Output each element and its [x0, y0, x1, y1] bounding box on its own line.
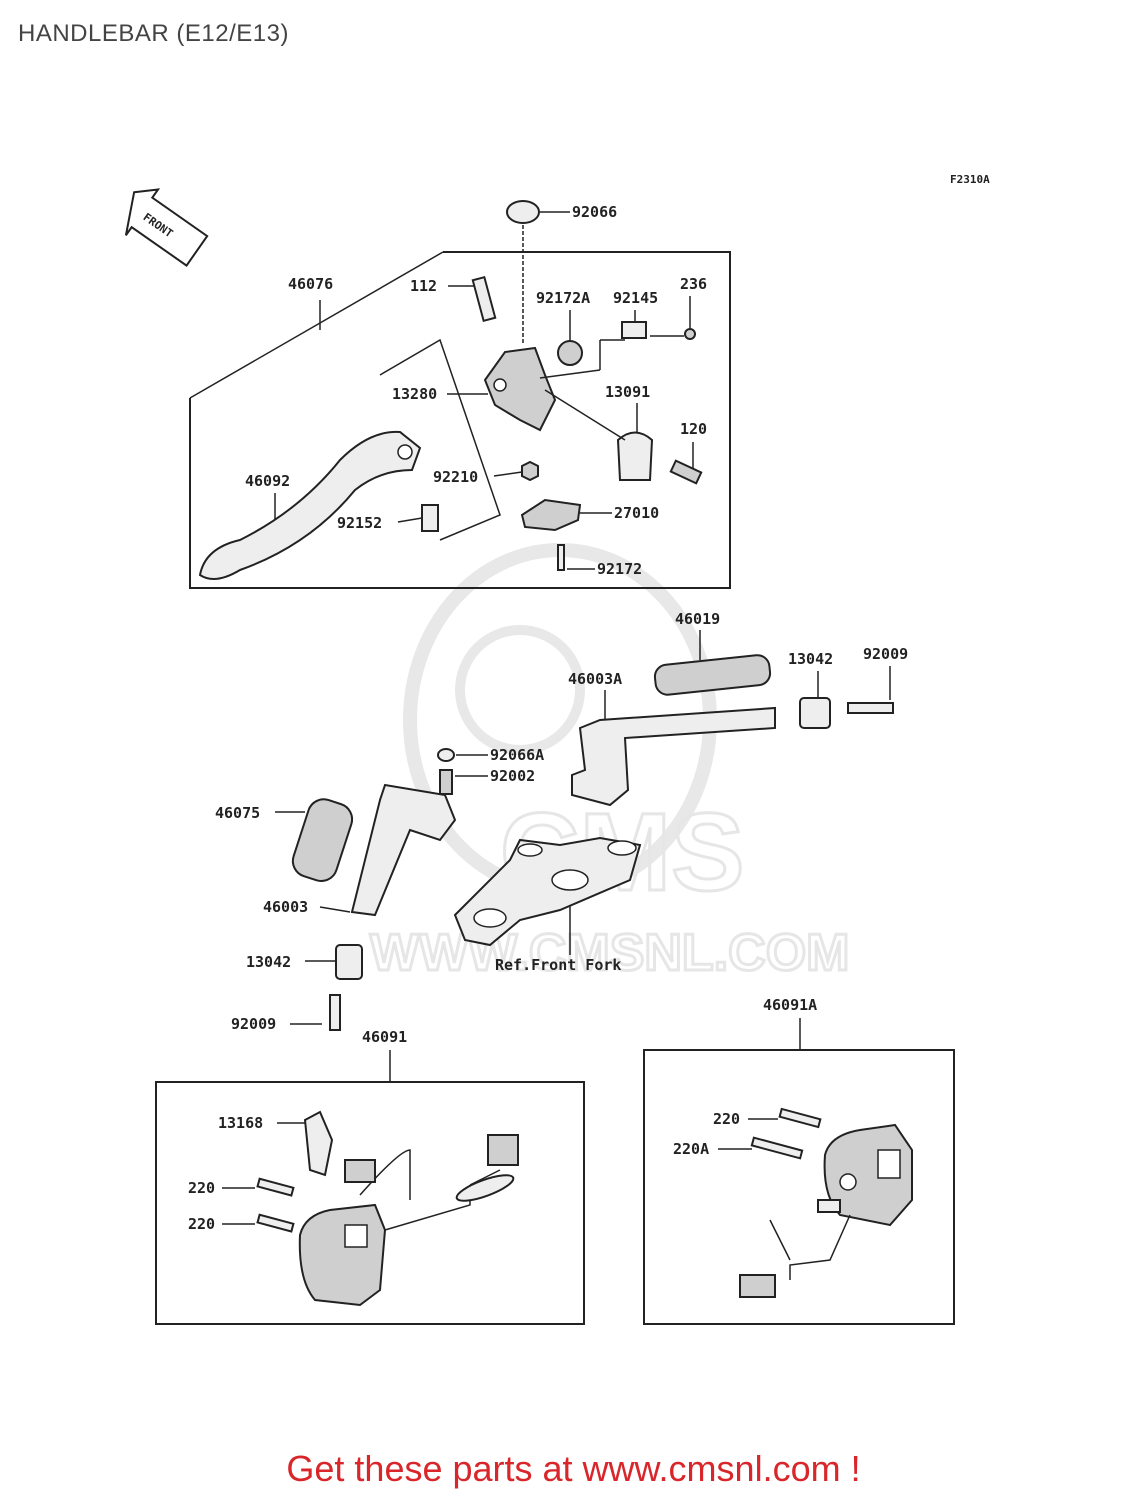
connector-right	[739, 1274, 776, 1298]
bolt-120	[669, 459, 703, 485]
left-handlebar	[350, 783, 457, 917]
bolt-92002	[439, 769, 453, 795]
front-arrow-icon: FRONT	[124, 188, 209, 267]
bar-end-weight-right	[799, 697, 831, 729]
throttle-grip	[653, 654, 772, 696]
label-220-right: 220	[713, 1110, 740, 1128]
cap-part	[506, 200, 540, 224]
clip-92145	[621, 321, 647, 339]
master-cylinder-part	[483, 346, 557, 432]
label-46092: 46092	[245, 472, 290, 490]
bolt-112	[471, 275, 497, 323]
label-220-bottom: 220	[188, 1215, 215, 1233]
figure-code: F2310A	[950, 173, 990, 186]
clamp-13091	[616, 431, 654, 481]
screw-220-right	[778, 1107, 822, 1129]
label-46075: 46075	[215, 804, 260, 822]
label-92009-right: 92009	[863, 645, 908, 663]
bracket-13168	[303, 1110, 334, 1177]
screw-220A	[750, 1136, 804, 1160]
screw-92172	[557, 544, 565, 571]
ref-front-fork: Ref.Front Fork	[495, 956, 621, 974]
screw-220-bottom	[256, 1213, 295, 1233]
washer-92066A	[437, 748, 455, 762]
connector-left-2	[487, 1134, 519, 1166]
footer-promo: Get these parts at www.cmsnl.com !	[286, 1448, 861, 1489]
label-92210: 92210	[433, 468, 478, 486]
nut-92210	[521, 460, 539, 482]
parts-diagram: CMS WWW.CMSNL.COM F2310A FRONT 46076 920…	[124, 173, 990, 1325]
label-13042-left: 13042	[246, 953, 291, 971]
page-title: HANDLEBAR (E12/E13)	[18, 20, 289, 47]
watermark-url: WWW.CMSNL.COM	[370, 924, 849, 982]
screw-92009-right	[847, 702, 894, 714]
label-27010: 27010	[614, 504, 659, 522]
label-92066: 92066	[572, 203, 617, 221]
right-switch-housing	[739, 1123, 913, 1298]
label-112: 112	[410, 277, 437, 295]
label-92009-left: 92009	[231, 1015, 276, 1033]
left-switch-box	[155, 1081, 585, 1325]
label-13168: 13168	[218, 1114, 263, 1132]
lever-assembly-box	[189, 251, 731, 589]
left-switch-housing	[298, 1134, 519, 1307]
label-220A: 220A	[673, 1140, 709, 1158]
label-92066A: 92066A	[490, 746, 544, 764]
pivot-92152	[421, 504, 439, 532]
label-46003A: 46003A	[568, 670, 622, 688]
label-46076: 46076	[288, 275, 333, 293]
label-13042-right: 13042	[788, 650, 833, 668]
label-120: 120	[680, 420, 707, 438]
label-92172: 92172	[597, 560, 642, 578]
label-92172A: 92172A	[536, 289, 590, 307]
right-switch-box	[643, 1049, 955, 1325]
switch-27010	[520, 498, 582, 532]
label-13280: 13280	[392, 385, 437, 403]
label-46091A: 46091A	[763, 996, 817, 1014]
right-handlebar	[571, 706, 776, 807]
left-grip	[291, 798, 354, 882]
label-220-top: 220	[188, 1179, 215, 1197]
screw-236	[684, 328, 696, 340]
label-46003: 46003	[263, 898, 308, 916]
screw-220-top	[256, 1177, 295, 1197]
bar-end-weight-left	[335, 944, 363, 980]
label-236: 236	[680, 275, 707, 293]
label-13091: 13091	[605, 383, 650, 401]
label-46091: 46091	[362, 1028, 407, 1046]
connector-left-1	[344, 1159, 376, 1183]
label-46019: 46019	[675, 610, 720, 628]
adjuster-part	[557, 340, 583, 366]
brake-lever	[198, 430, 422, 580]
label-92145: 92145	[613, 289, 658, 307]
lever-group-bracket	[379, 338, 501, 541]
label-92152: 92152	[337, 514, 382, 532]
screw-92009-left	[329, 994, 341, 1031]
label-92002: 92002	[490, 767, 535, 785]
